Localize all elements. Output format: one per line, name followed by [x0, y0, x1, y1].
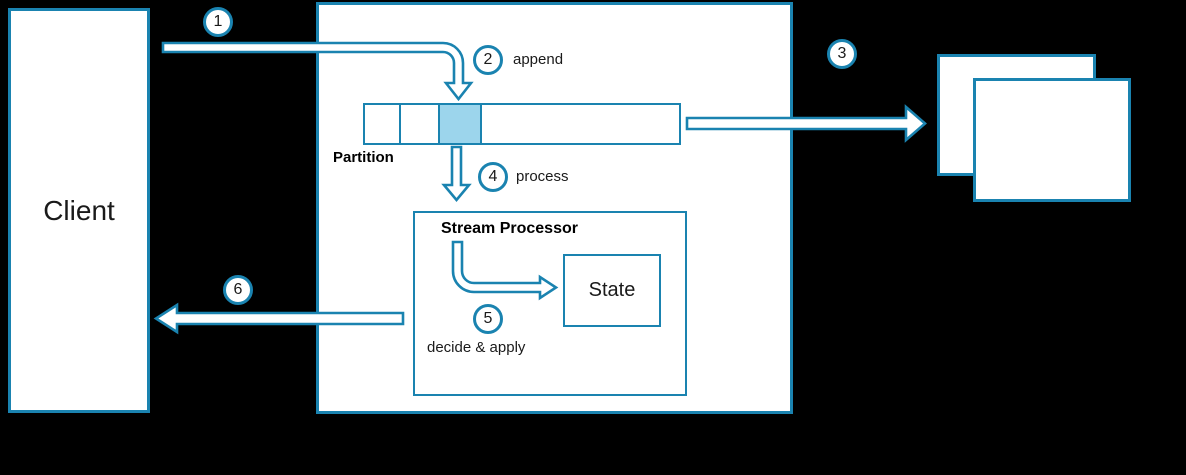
partition-segment	[365, 105, 399, 143]
partition-bar	[363, 103, 681, 145]
partition-segment	[399, 105, 438, 143]
output-box-front	[973, 78, 1131, 202]
step-number: 6	[233, 281, 243, 298]
step-circle-1: 1	[203, 7, 233, 37]
step-number: 1	[213, 13, 223, 30]
step-circle-3: 3	[827, 39, 857, 69]
step-label-decide-apply: decide & apply	[427, 339, 526, 356]
partition-segment-highlighted	[438, 105, 480, 143]
stream-processor-label: Stream Processor	[441, 220, 578, 237]
partition-label: Partition	[333, 149, 394, 166]
state-box: State	[563, 254, 661, 327]
step-circle-2: 2	[473, 45, 503, 75]
partition-segment	[480, 105, 679, 143]
step-circle-5: 5	[473, 304, 503, 334]
step-number: 3	[837, 45, 847, 62]
step-label-process: process	[516, 168, 569, 185]
step-label-append: append	[513, 51, 564, 68]
step-circle-4: 4	[478, 162, 508, 192]
client-label: Client	[43, 194, 115, 226]
client-box: Client	[8, 8, 150, 413]
step-circle-6: 6	[223, 275, 253, 305]
step-number: 5	[483, 310, 493, 327]
state-label: State	[588, 279, 636, 301]
step-number: 2	[483, 51, 493, 68]
step-number: 4	[488, 168, 498, 185]
